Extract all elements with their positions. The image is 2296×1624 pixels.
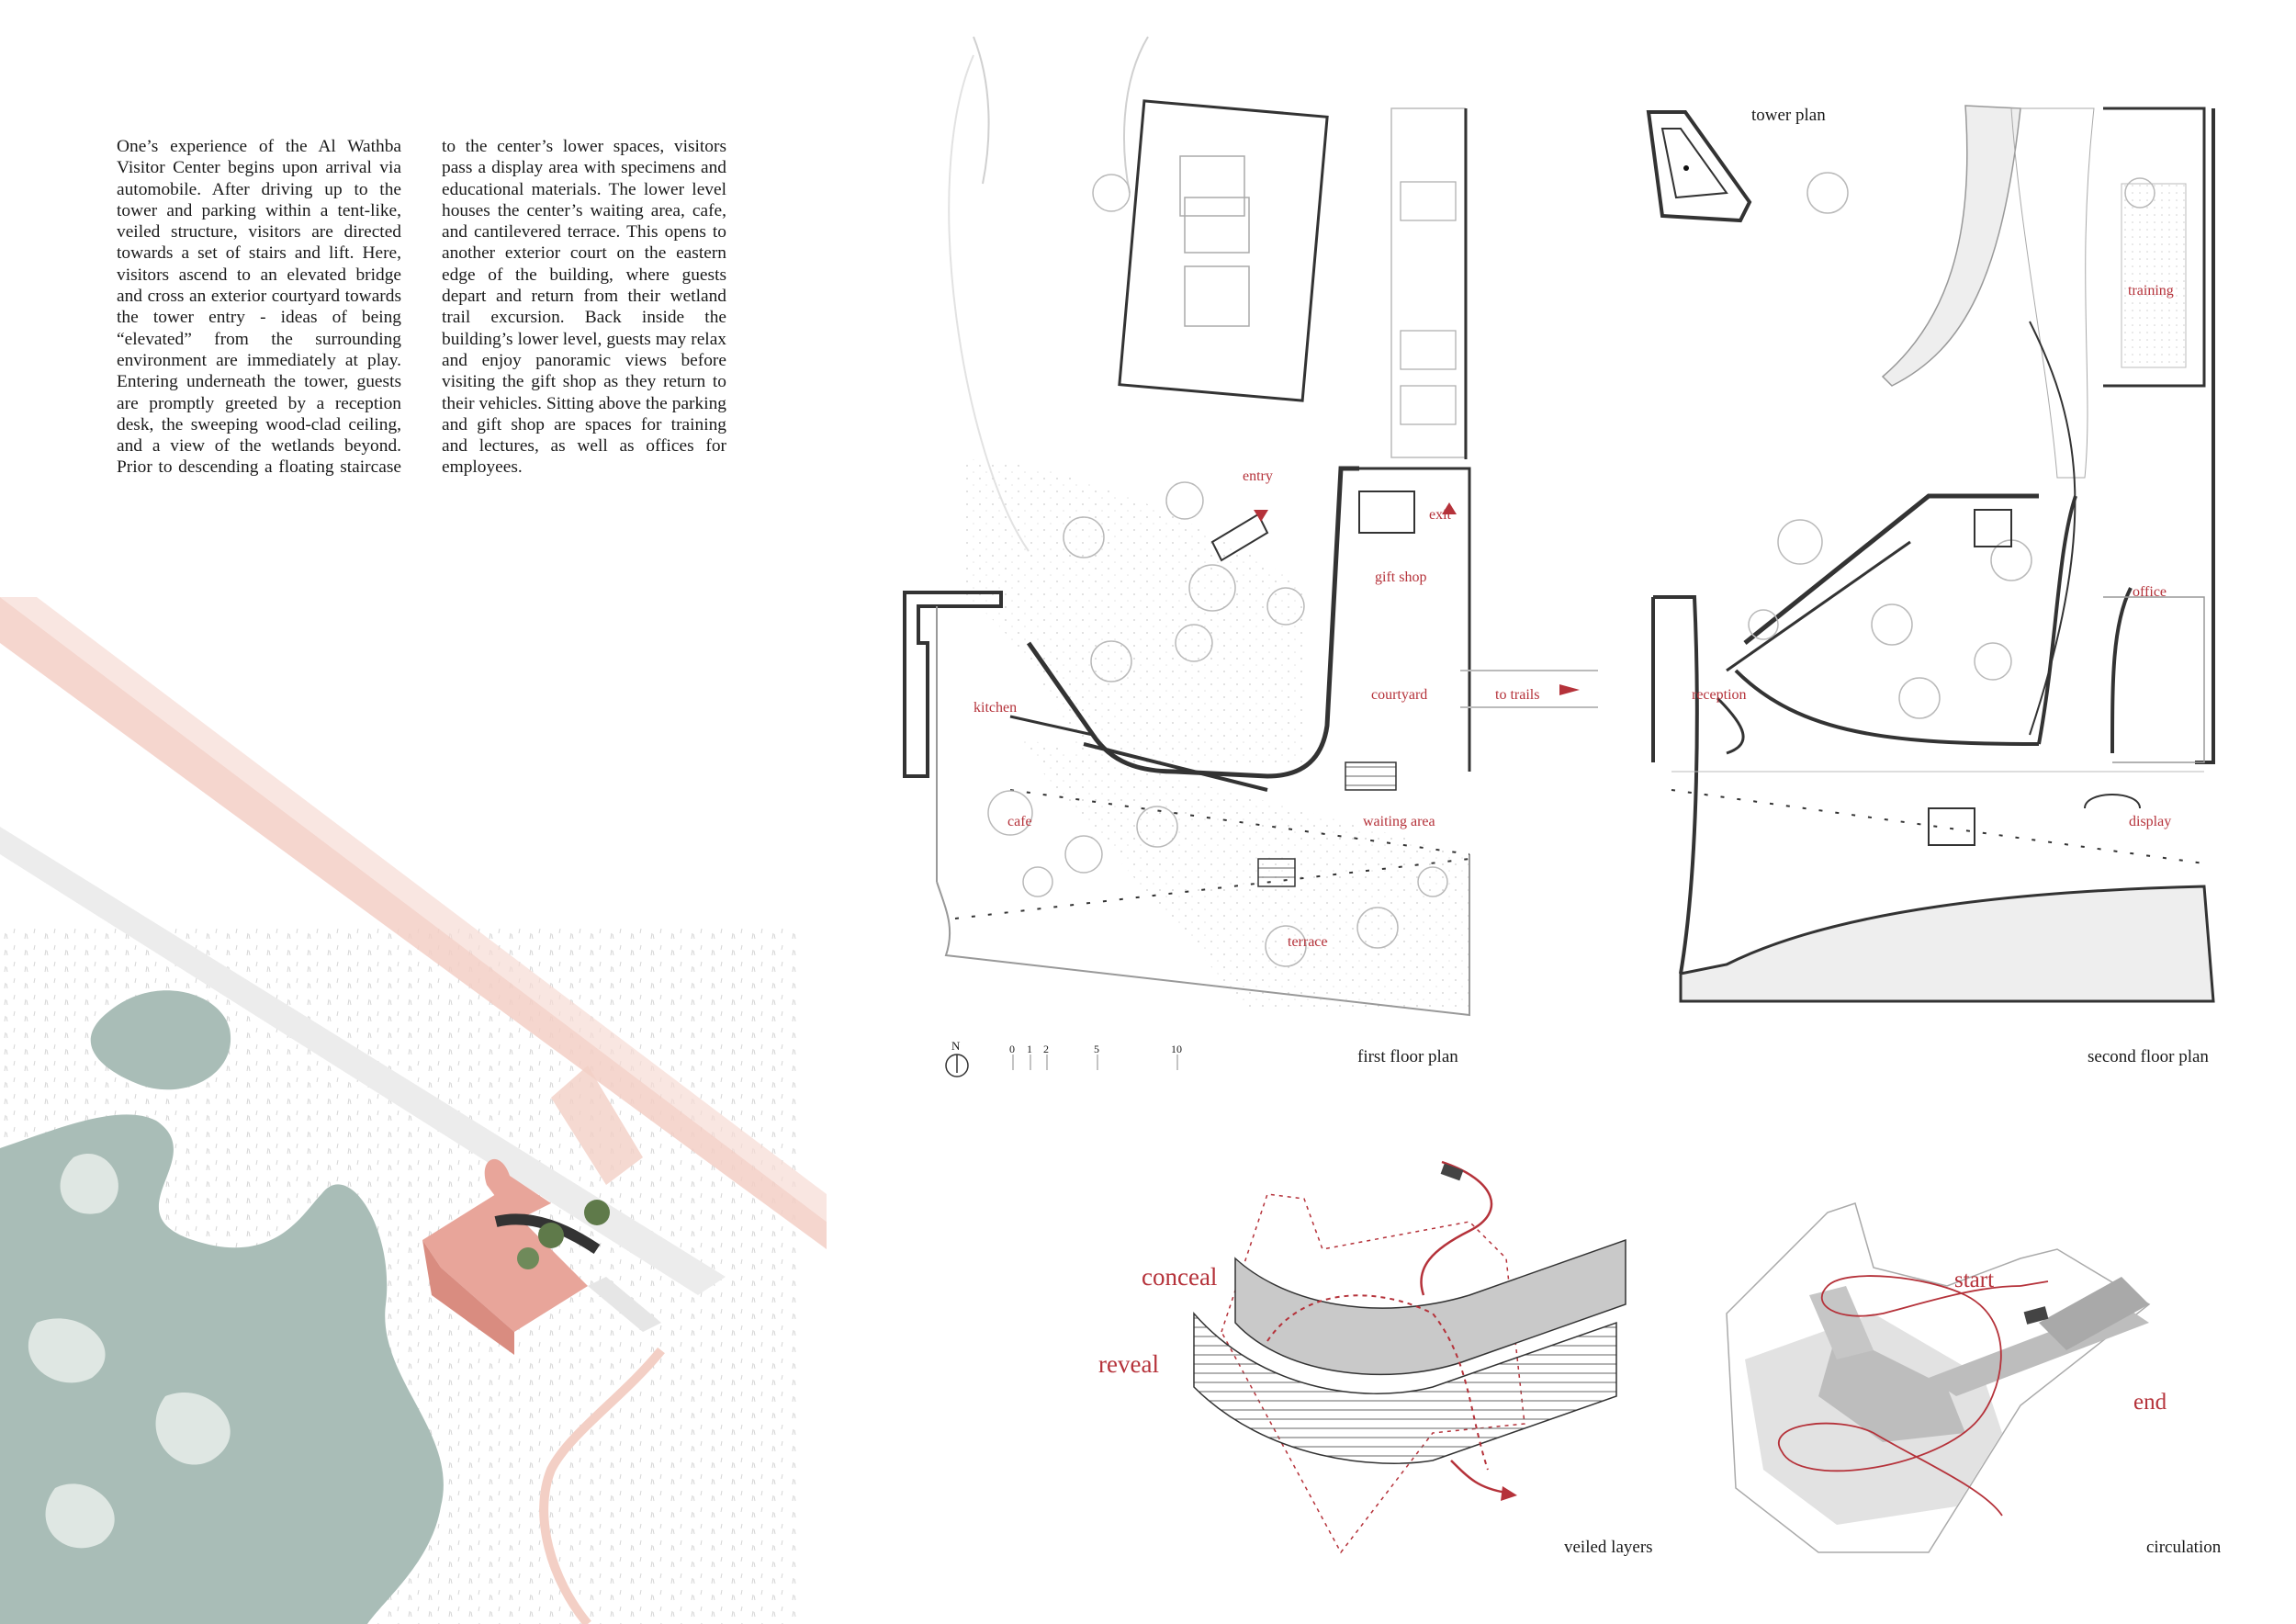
label-to-trails: to trails: [1495, 687, 1540, 703]
scale-tick-10: 10: [1171, 1043, 1182, 1055]
first-floor-plan: [903, 36, 1598, 1017]
label-gift-shop: gift shop: [1375, 570, 1427, 585]
label-cafe: cafe: [1007, 814, 1032, 829]
label-training: training: [2128, 283, 2174, 299]
scale-bar-graphic: [945, 1054, 1178, 1077]
first-floor-title: first floor plan: [1357, 1047, 1458, 1066]
veiled-layers-diagram: [1193, 1160, 1626, 1554]
label-end: end: [2133, 1390, 2167, 1415]
label-kitchen: kitchen: [974, 700, 1018, 716]
label-office: office: [2133, 584, 2167, 600]
second-floor-plan: [1646, 105, 2215, 1003]
circulation-diagram: [1726, 1202, 2151, 1553]
label-conceal: conceal: [1142, 1263, 1218, 1291]
label-waiting-area: waiting area: [1363, 814, 1435, 829]
label-reception: reception: [1692, 687, 1747, 703]
scale-tick-2: 2: [1043, 1043, 1049, 1055]
veiled-layers-title: veiled layers: [1564, 1538, 1653, 1557]
site-aerial: [0, 597, 827, 1624]
label-exit: exit: [1429, 507, 1451, 523]
tower-plan-title: tower plan: [1751, 106, 1826, 125]
label-display: display: [2129, 814, 2172, 829]
scale-tick-5: 5: [1094, 1043, 1099, 1055]
second-floor-title: second floor plan: [2088, 1047, 2209, 1066]
label-terrace: terrace: [1288, 934, 1328, 950]
intro-paragraph: One’s experience of the Al Wathba Visito…: [117, 137, 726, 478]
label-reveal: reveal: [1098, 1350, 1159, 1378]
label-start: start: [1954, 1268, 1995, 1292]
label-courtyard: courtyard: [1371, 687, 1428, 703]
circulation-title: circulation: [2146, 1538, 2222, 1557]
label-entry: entry: [1243, 468, 1273, 484]
scale-tick-1: 1: [1027, 1043, 1032, 1055]
north-label: N: [951, 1039, 961, 1053]
scale-tick-0: 0: [1009, 1043, 1015, 1055]
